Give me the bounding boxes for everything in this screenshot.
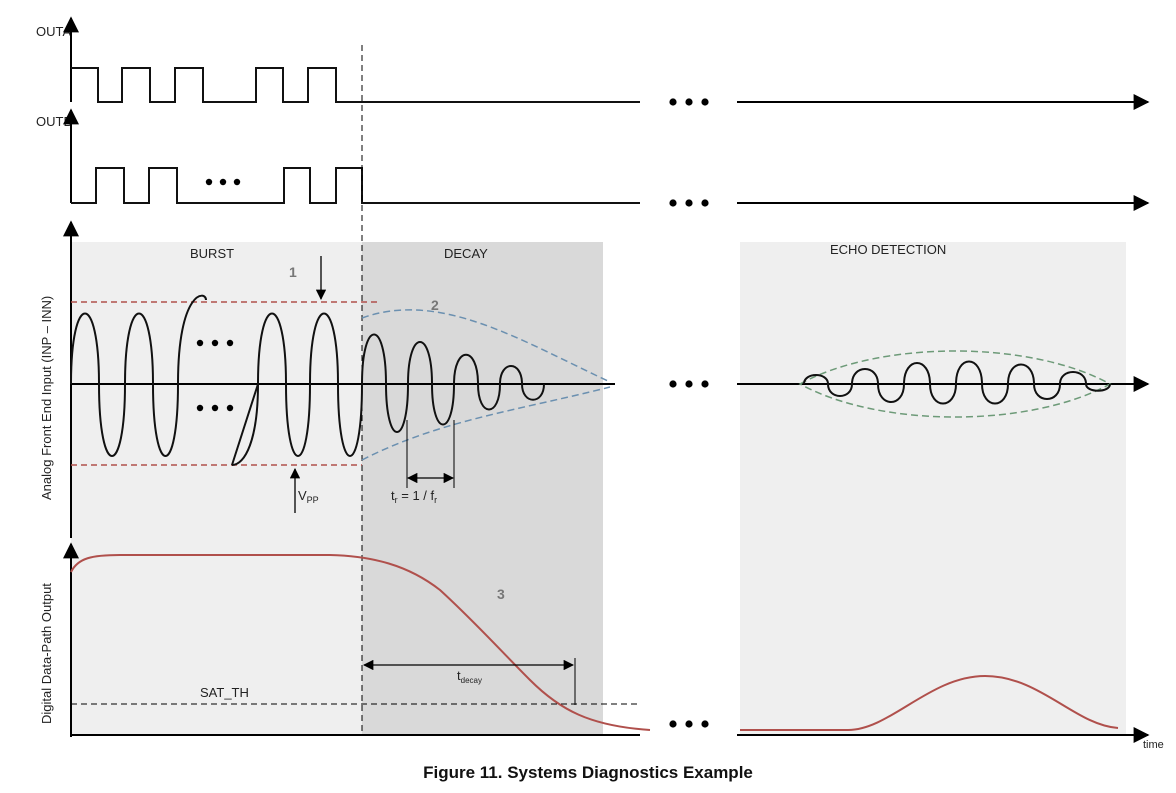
afe-axis-label: Analog Front End Input (INP – INN)	[39, 296, 54, 500]
tr-label: tr = 1 / fr	[391, 488, 437, 505]
burst-waveform-tail	[231, 383, 259, 466]
outb-label: OUTB	[36, 114, 72, 129]
marker-3: 3	[497, 586, 505, 602]
marker-1: 1	[289, 264, 297, 280]
figure-caption: Figure 11. Systems Diagnostics Example	[423, 763, 753, 782]
marker-2: 2	[431, 297, 439, 313]
burst-label: BURST	[190, 246, 234, 261]
outb-ellipsis	[205, 178, 241, 186]
echo-output-curve	[740, 674, 1119, 731]
burst-ellipsis-bottom	[196, 404, 234, 412]
burst-waveform	[70, 294, 363, 466]
ddp-output-curve	[70, 554, 651, 731]
decay-waveform	[361, 333, 545, 433]
echo-region	[740, 242, 1126, 735]
sat-th-label: SAT_TH	[200, 685, 249, 700]
gap-ellipsis-afe	[669, 380, 709, 388]
echo-waveform	[803, 360, 1111, 405]
ddp-axis-label: Digital Data-Path Output	[39, 583, 54, 724]
decay-label: DECAY	[444, 246, 488, 261]
burst-ellipsis-top	[196, 339, 234, 347]
gap-ellipsis-outa	[669, 98, 709, 106]
outb-pulse-train	[71, 167, 640, 204]
outa-pulse-train	[71, 67, 640, 103]
gap-ellipsis-outb	[669, 199, 709, 207]
time-axis-label: time	[1143, 739, 1164, 751]
burst-region	[71, 242, 362, 735]
decay-envelope	[361, 309, 611, 461]
vpp-label: VPP	[298, 488, 319, 505]
gap-ellipsis-ddp	[669, 720, 709, 728]
outa-label: OUTA	[36, 24, 71, 39]
echo-label: ECHO DETECTION	[830, 242, 946, 257]
tdecay-label: tdecay	[457, 668, 482, 685]
